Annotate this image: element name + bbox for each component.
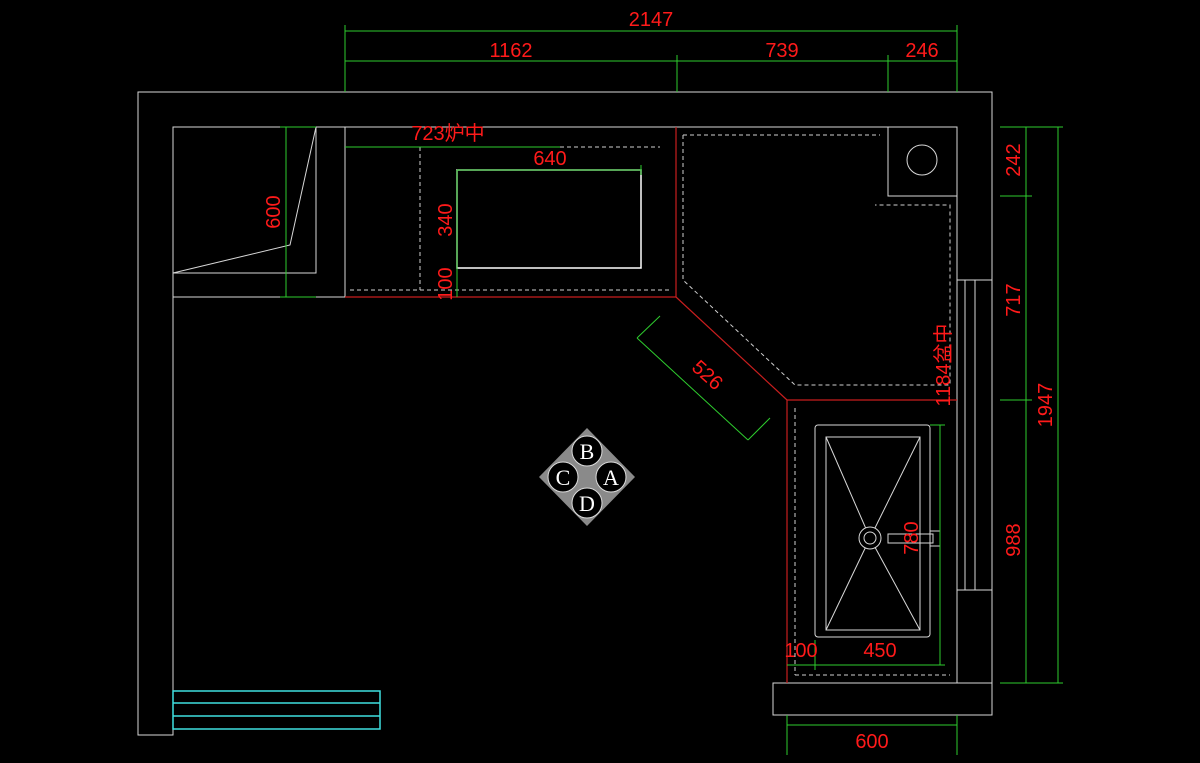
compass-b: B [580, 439, 595, 464]
left-appliance [172, 126, 317, 274]
compass-d: D [579, 491, 595, 516]
compass-c: C [556, 465, 571, 490]
dim-stove-offset: 100 [435, 267, 457, 300]
sink [814, 424, 941, 638]
dim-stove-depth: 340 [435, 203, 457, 236]
dim-right-mid: 717 [1003, 283, 1025, 316]
dim-seg-left: 1162 [489, 40, 532, 62]
corner-pipe [887, 126, 958, 197]
dim-seg-right: 246 [905, 40, 938, 62]
dim-stove-width: 640 [533, 148, 566, 170]
dim-bottom-width: 600 [855, 731, 888, 753]
walls [137, 91, 993, 736]
dim-sink-depth: 780 [901, 521, 923, 554]
dim-right-bottom: 988 [1003, 523, 1025, 556]
dim-total-width: 2147 [629, 9, 674, 31]
dim-sink-width: 450 [863, 640, 896, 662]
stove [456, 169, 642, 269]
dim-right-total: 1947 [1035, 383, 1057, 428]
dim-right-top: 242 [1003, 143, 1025, 176]
door-window-bottom-left [172, 690, 381, 730]
dimension-labels: 2147 1162 739 246 242 717 988 1947 600 6… [263, 9, 1057, 753]
dim-left-counter-depth: 600 [263, 195, 285, 228]
stove-center-label: 723炉中 [411, 122, 484, 145]
compass-marker: B C A D [539, 428, 635, 526]
sink-center-label: 1184盆中 [932, 323, 955, 406]
compass-a: A [603, 465, 619, 490]
dimension-lines [280, 25, 1063, 755]
dim-sink-offset: 100 [784, 640, 817, 662]
right-window [957, 279, 992, 591]
dim-seg-mid: 739 [765, 40, 798, 62]
